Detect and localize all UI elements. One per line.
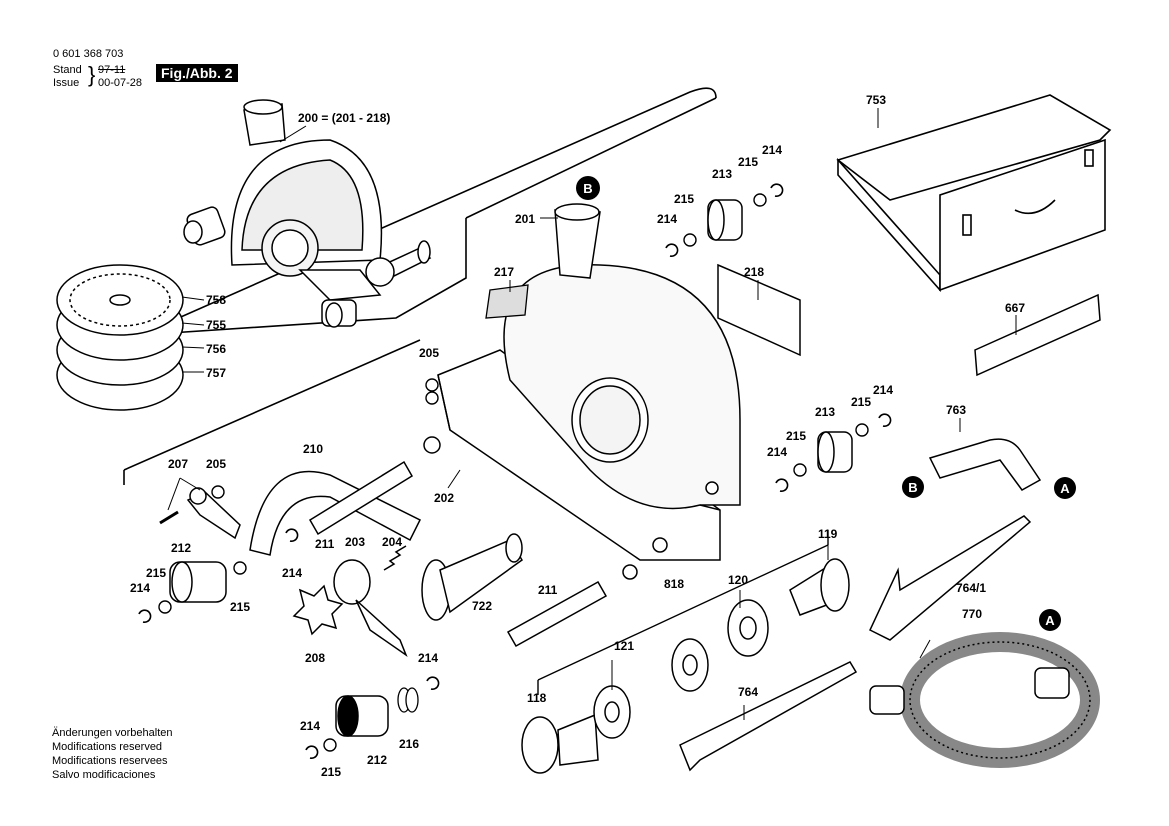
crank-assembly (292, 545, 408, 658)
callout-labels: 200 = (201 - 218) 201 202 203 204 205 20… (130, 93, 1025, 779)
note-es: Salvo modificaciones (52, 769, 156, 781)
guard-housing-illustration (423, 203, 741, 580)
deflector-plate-218 (717, 263, 801, 357)
callout-210: 210 (303, 442, 323, 456)
callout-667: 667 (1005, 301, 1025, 315)
callout-215-b: 215 (674, 192, 694, 206)
callout-205-b: 205 (206, 457, 226, 471)
figure-label: Fig./Abb. 2 (156, 64, 238, 82)
callout-217: 217 (494, 265, 514, 279)
marker-a-hose-text: A (1045, 613, 1055, 628)
shafts-211 (308, 460, 608, 648)
callout-201: 201 (515, 212, 535, 226)
callout-770: 770 (962, 607, 982, 621)
rollers-illustration (707, 199, 853, 473)
callout-214-b: 214 (657, 212, 677, 226)
callout-753: 753 (866, 93, 886, 107)
callout-758: 758 (206, 293, 226, 307)
stand-label: Stand (53, 64, 82, 76)
flange-119 (789, 558, 850, 616)
callout-205-a: 205 (419, 346, 439, 360)
callout-204: 204 (382, 535, 402, 549)
brace-symbol: } (88, 62, 96, 87)
callout-213-a: 213 (712, 167, 732, 181)
issue-value: 00-07-28 (98, 77, 143, 89)
callout-214-e: 214 (130, 581, 150, 595)
callout-216: 216 (399, 737, 419, 751)
marker-a-elbow-text: A (1060, 481, 1070, 496)
leader-lines (167, 108, 1017, 720)
callout-755: 755 (206, 318, 226, 332)
callout-764: 764 (738, 685, 758, 699)
guard-assembly-illustration (183, 99, 432, 328)
callout-215-d: 215 (786, 429, 806, 443)
callout-119: 119 (818, 527, 838, 541)
part-number: 0 601 368 703 (53, 48, 124, 60)
callout-214-f: 214 (282, 566, 302, 580)
elbow-adapter-763 (928, 438, 1042, 491)
note-en: Modifications reserved (52, 741, 163, 753)
callout-214-g: 214 (418, 651, 438, 665)
carry-case-753 (836, 94, 1112, 293)
callout-215-a: 215 (738, 155, 758, 169)
callout-207: 207 (168, 457, 188, 471)
marker-b-elbow-text: B (908, 480, 917, 495)
callout-214-h: 214 (300, 719, 320, 733)
callout-214-d: 214 (767, 445, 787, 459)
note-de: Änderungen vorbehalten (52, 727, 173, 739)
callout-215-c: 215 (851, 395, 871, 409)
callout-214-a: 214 (762, 143, 782, 157)
lever-handle-207 (159, 487, 241, 540)
callout-211-b: 211 (538, 583, 558, 597)
callout-215-e: 215 (146, 566, 166, 580)
callout-764-1: 764/1 (956, 581, 986, 595)
modification-notes: Änderungen vorbehalten Modifications res… (52, 726, 172, 782)
spanners (679, 515, 1032, 772)
marker-b-top: B (576, 176, 600, 200)
callout-215-g: 215 (321, 765, 341, 779)
callout-818: 818 (664, 577, 684, 591)
callout-722: 722 (472, 599, 492, 613)
arc-bracket-210 (249, 470, 422, 556)
callout-212-b: 212 (367, 753, 387, 767)
callout-756: 756 (206, 342, 226, 356)
template-667 (974, 293, 1101, 377)
diamond-blades-illustration (56, 264, 184, 411)
suction-hose-770 (869, 632, 1100, 768)
callout-208: 208 (305, 651, 325, 665)
issue-label: Issue (53, 77, 80, 89)
callout-757: 757 (206, 366, 226, 380)
side-handle-722 (421, 533, 523, 621)
callout-218: 218 (744, 265, 764, 279)
washers-216 (397, 687, 419, 713)
callout-203: 203 (345, 535, 365, 549)
marker-b-top-text: B (583, 181, 592, 196)
callout-118: 118 (527, 691, 547, 705)
note-fr: Modifications reservees (52, 755, 168, 767)
callout-121: 121 (614, 639, 634, 653)
callout-212-a: 212 (171, 541, 191, 555)
callout-202: 202 (434, 491, 454, 505)
callout-120: 120 (728, 573, 748, 587)
callout-214-c: 214 (873, 383, 893, 397)
stand-value: 97-11 (98, 64, 126, 76)
spacer-rings (593, 599, 769, 739)
marker-a-hose: A (1039, 609, 1061, 631)
marker-b-elbow: B (902, 476, 924, 498)
callout-213-b: 213 (815, 405, 835, 419)
callout-215-f: 215 (230, 600, 250, 614)
callout-211-a: 211 (315, 537, 335, 551)
callout-763: 763 (946, 403, 966, 417)
warning-label-217 (485, 284, 529, 319)
callout-200: 200 = (201 - 218) (298, 111, 390, 125)
flange-set-118 (521, 713, 599, 774)
roller-212 (169, 561, 389, 737)
marker-a-elbow: A (1054, 477, 1076, 499)
group-boundary-lines (123, 87, 717, 485)
